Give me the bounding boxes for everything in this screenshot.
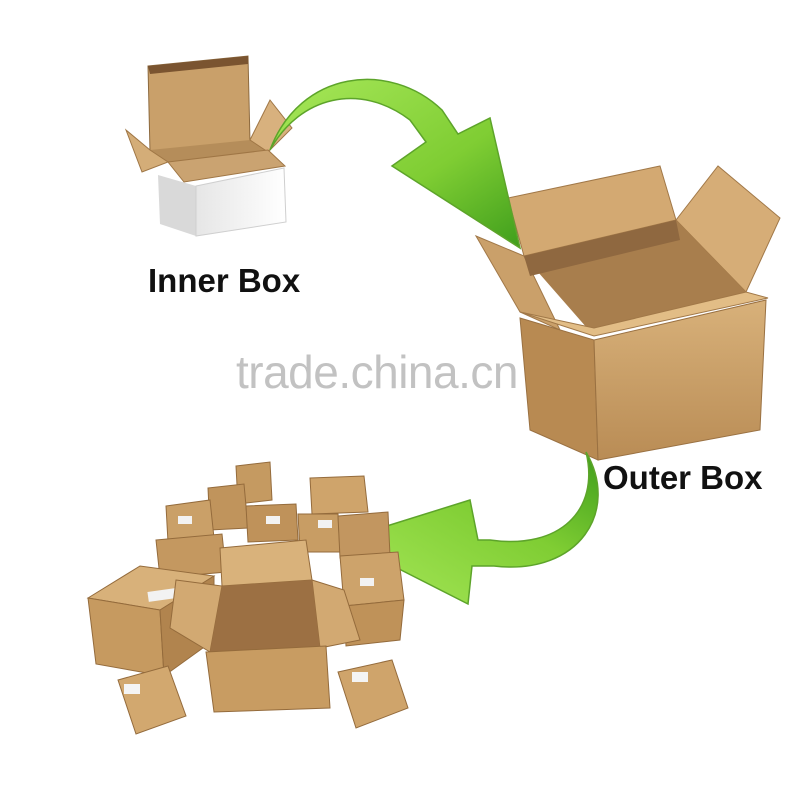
- inner-box-label: Inner Box: [148, 262, 301, 299]
- curved-arrow-icon: [340, 451, 599, 606]
- box-pile-icon: [86, 461, 409, 735]
- watermark: trade.china.cn: [236, 346, 518, 398]
- outer-cardboard-box-icon: [474, 165, 781, 461]
- inner-white-box-icon: [124, 55, 293, 237]
- outer-box-label: Outer Box: [603, 459, 763, 496]
- curved-arrow-icon: [269, 78, 522, 250]
